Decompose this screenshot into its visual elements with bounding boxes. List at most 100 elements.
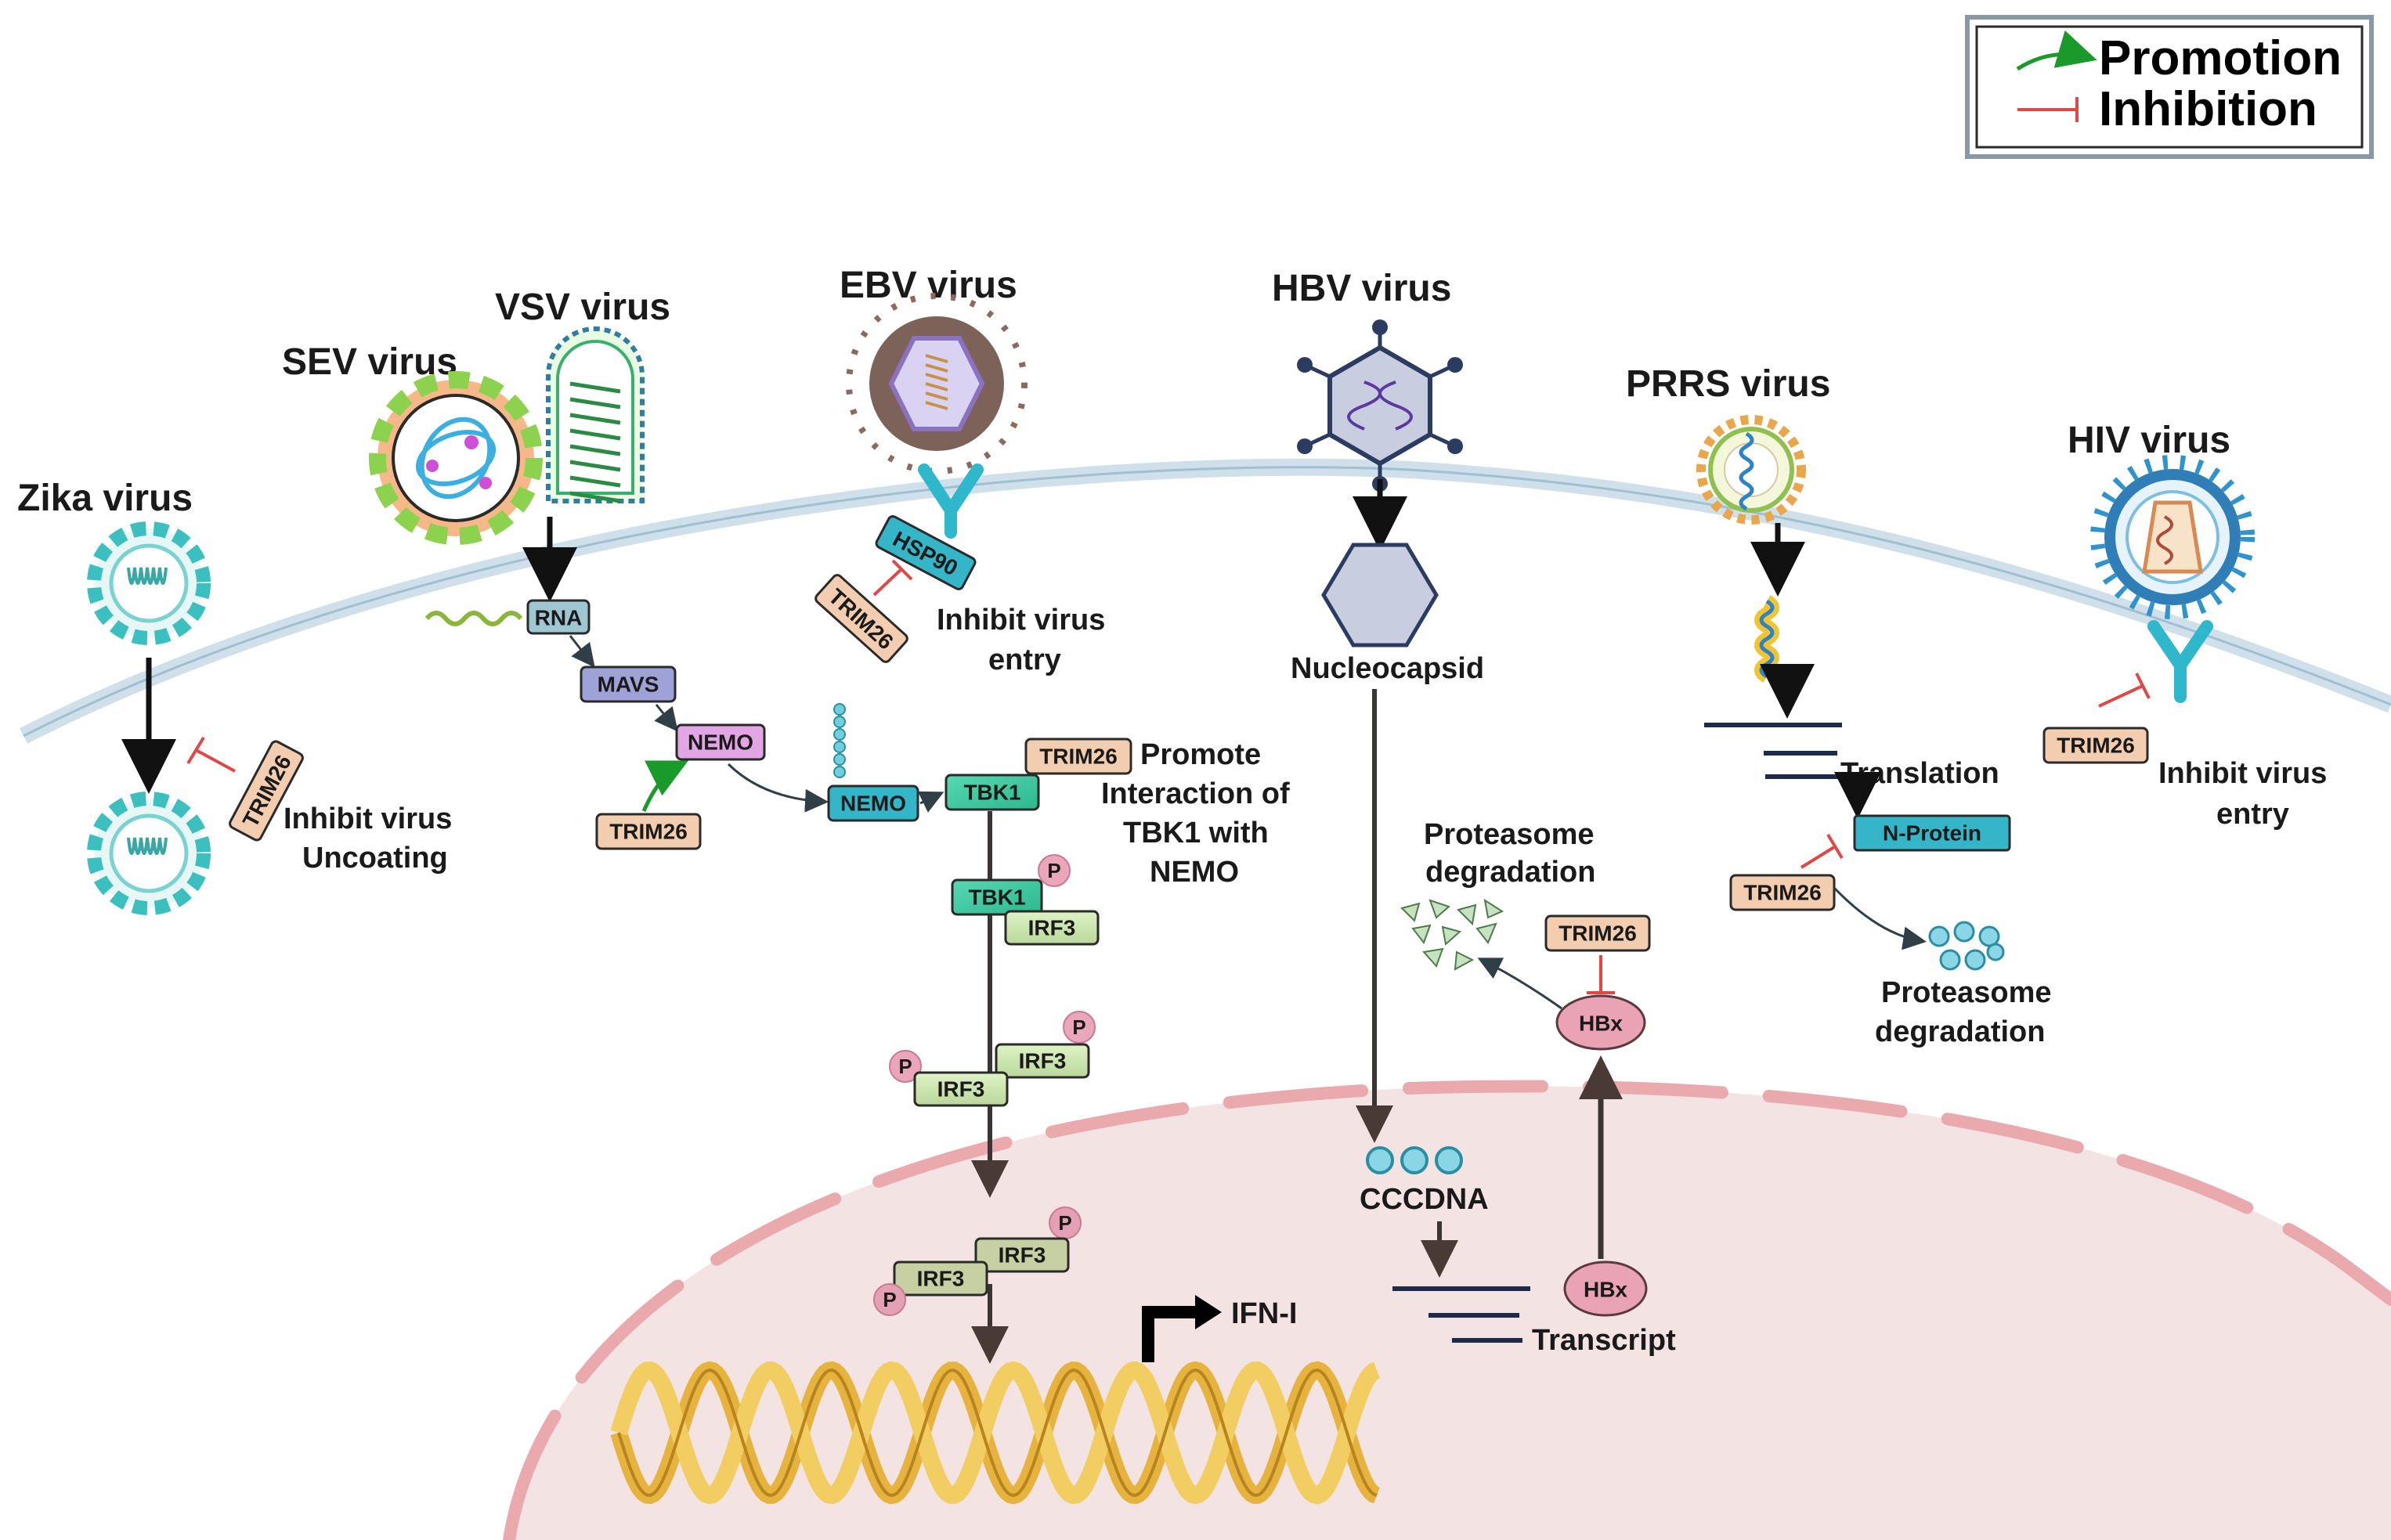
svg-text:N-Protein: N-Protein: [1883, 821, 1981, 846]
nemo-chain-icon: [833, 703, 846, 778]
hbv-virus-title: HBV virus: [1272, 268, 1451, 309]
phospho-4: P: [1049, 1206, 1082, 1239]
svg-text:HBx: HBx: [1579, 1012, 1623, 1036]
phospho-3: P: [889, 1050, 922, 1083]
svg-text:P: P: [1058, 1211, 1071, 1235]
svg-text:TRIM26: TRIM26: [609, 820, 688, 844]
prrs-virus-title: PRRS virus: [1626, 363, 1830, 405]
legend: Promotion Inhibition: [1965, 15, 2374, 159]
zika-inhibition-line: [195, 748, 236, 773]
trim26-hbv: TRIM26: [1544, 914, 1651, 952]
svg-text:IRF3: IRF3: [1028, 916, 1076, 940]
zika-virus-title: Zika virus: [17, 478, 193, 519]
translation-label: Translation: [1840, 757, 1999, 790]
irf3-box-2: IRF3: [995, 1043, 1090, 1079]
promotion-arrow-icon: [2016, 30, 2097, 71]
legend-inhibition: Inhibition: [2099, 82, 2317, 136]
vsv-virus-title: VSV virus: [495, 287, 670, 328]
nemo-nemo-arrow: [727, 763, 829, 813]
prrs-inhibition-line: [1800, 846, 1836, 869]
svg-text:P: P: [898, 1055, 912, 1078]
prrs-uncoated-icon: [1754, 595, 1779, 683]
hiv-virus-icon: [2090, 455, 2255, 619]
svg-text:TBK1: TBK1: [963, 781, 1020, 805]
svg-text:P: P: [1047, 859, 1060, 882]
hbx-degradation-arrow: [1477, 958, 1562, 1010]
svg-text:NEMO: NEMO: [840, 792, 906, 816]
nucleocapsid-icon: [1321, 543, 1439, 647]
svg-text:IRF3: IRF3: [937, 1077, 985, 1102]
phospho-2: P: [1063, 1011, 1096, 1044]
ebv-receptor-icon: [918, 463, 984, 539]
rna-strand-icon: [424, 611, 523, 626]
irf3-box-5: IRF3: [893, 1260, 988, 1297]
tbk1-box-1: TBK1: [944, 774, 1040, 811]
legend-promotion: Promotion: [2099, 31, 2342, 85]
zika-effect-line1: Inhibit virus: [284, 802, 452, 835]
svg-text:TRIM26: TRIM26: [2057, 734, 2135, 758]
ebv-effect-line1: Inhibit virus: [937, 604, 1105, 637]
hbv-proteasome-line2: degradation: [1425, 856, 1595, 889]
zika-uncoated-icon: [87, 792, 211, 915]
hbv-virus-icon: [1297, 319, 1463, 492]
trim26-ebv: TRIM26: [814, 574, 908, 663]
nemo-box-1: NEMO: [675, 723, 766, 761]
svg-text:TBK1: TBK1: [968, 885, 1025, 910]
cccdna-icon: [1366, 1146, 1463, 1174]
hiv-inhibition-line: [2098, 684, 2144, 708]
hiv-effect-line2: entry: [2216, 798, 2289, 831]
dna-helix: [610, 1361, 1380, 1505]
trim26-tbk1: TRIM26: [1024, 738, 1132, 775]
ebv-virus-title: EBV virus: [840, 265, 1017, 306]
svg-text:IRF3: IRF3: [917, 1267, 965, 1291]
hbx-nucleus: HBx: [1563, 1260, 1648, 1317]
svg-text:TRIM26: TRIM26: [1558, 921, 1637, 946]
trim26-nemo: TRIM26: [595, 813, 702, 850]
tbk-effect-line2: Interaction of: [1101, 777, 1290, 810]
tbk-effect-line3: TBK1 with: [1123, 817, 1269, 849]
sev-virus-icon: [369, 371, 543, 545]
phospho-1: P: [1038, 854, 1071, 887]
rna-box: RNA: [526, 599, 591, 635]
prrs-proteasome-line1: Proteasome: [1881, 976, 2052, 1009]
hiv-effect-line1: Inhibit virus: [2158, 757, 2327, 790]
hbx-cytoplasm: HBx: [1555, 994, 1646, 1051]
tbk-effect-line1: Promote: [1140, 738, 1261, 771]
svg-text:P: P: [1072, 1015, 1085, 1039]
phospho-5: P: [873, 1283, 906, 1316]
trim26-prrs: TRIM26: [1729, 874, 1836, 911]
svg-text:HBx: HBx: [1584, 1278, 1627, 1302]
transcript-lines: [1392, 1286, 1530, 1343]
svg-text:IRF3: IRF3: [999, 1243, 1046, 1268]
degraded-fragments-icon: [1400, 898, 1504, 971]
irf3-box-3: IRF3: [913, 1071, 1009, 1107]
prrs-mrna-lines: [1704, 723, 1842, 779]
nucleocapsid-label: Nucleocapsid: [1291, 652, 1484, 685]
tbk1-box-2: TBK1: [951, 878, 1043, 916]
rna-mavs-arrow: [569, 635, 595, 668]
hiv-virus-title: HIV virus: [2068, 420, 2230, 461]
mavs-box: MAVS: [580, 665, 677, 703]
svg-text:P: P: [883, 1288, 896, 1311]
svg-text:TRIM26: TRIM26: [1039, 745, 1118, 769]
irf3-box-1: IRF3: [1004, 910, 1100, 946]
transcript-label: Transcript: [1532, 1324, 1676, 1357]
n-protein-box: N-Protein: [1853, 814, 2011, 852]
cccdna-label: CCCDNA: [1360, 1183, 1489, 1216]
ebv-effect-line2: entry: [988, 644, 1061, 676]
svg-text:IRF3: IRF3: [1019, 1049, 1067, 1073]
cell-membrane-edge: [23, 466, 2391, 738]
transcription-start-icon: [1142, 1306, 1198, 1362]
irf3-box-4: IRF3: [974, 1237, 1070, 1273]
ebv-virus-icon: [846, 293, 1028, 474]
nemo-tbk1-arrow: [917, 791, 944, 813]
zika-effect-line2: Uncoating: [302, 842, 448, 875]
svg-text:MAVS: MAVS: [598, 673, 659, 697]
hiv-receptor-icon: [2147, 620, 2213, 703]
svg-text:RNA: RNA: [535, 606, 583, 630]
prrs-degradation-icon: [1928, 921, 2005, 971]
prrs-virus-icon: [1696, 415, 1806, 525]
prrs-proteasome-line2: degradation: [1875, 1015, 2045, 1048]
vsv-virus-icon: [546, 326, 645, 503]
